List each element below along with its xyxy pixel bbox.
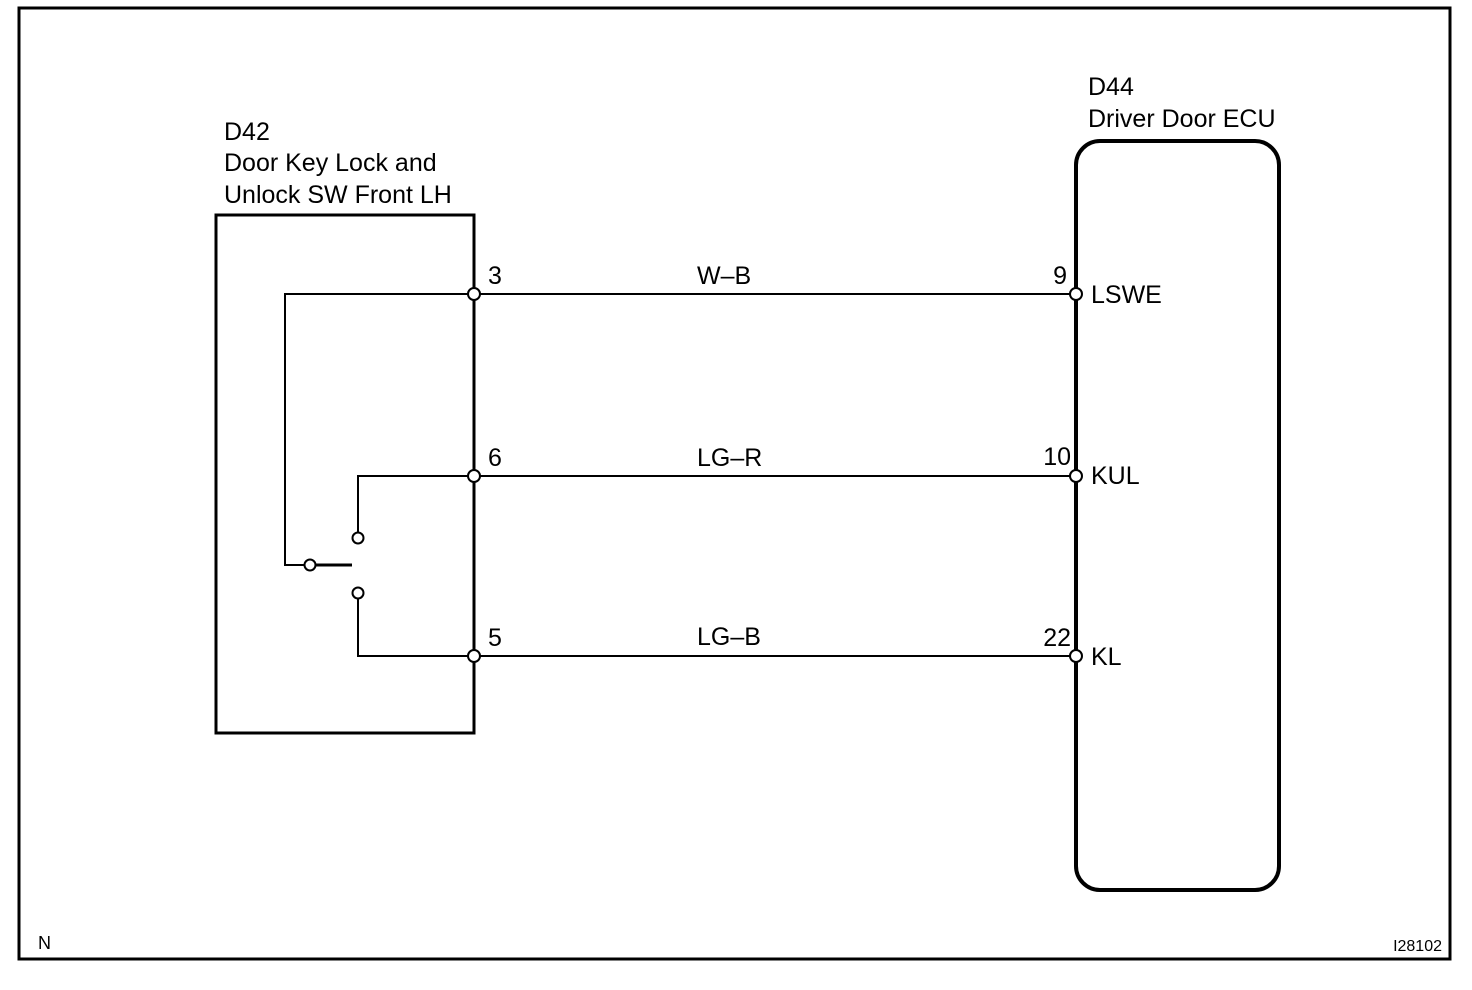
d44-terminal-name-3: KL: [1091, 643, 1122, 671]
d44-name: Driver Door ECU: [1088, 105, 1276, 133]
terminals: [467, 287, 1083, 663]
d44-pin-label-1: 9: [1053, 262, 1067, 290]
d44-terminal-name-2: KUL: [1091, 462, 1140, 490]
footer-left-mark: N: [38, 933, 51, 953]
d44-terminal-9: [1069, 287, 1083, 301]
switch-contacts: [303, 531, 365, 600]
wire-color-label-2: LG–R: [697, 444, 762, 472]
d44-code: D44: [1088, 73, 1134, 101]
d42-pin-label-1: 3: [488, 262, 502, 290]
diagram-frame: [17, 6, 1452, 961]
d42-terminal-6: [467, 469, 481, 483]
wire-lines: [474, 293, 1076, 657]
d44-terminal-name-1: LSWE: [1091, 281, 1162, 309]
d44-pin-label-2: 10: [1043, 443, 1071, 471]
d42-name-line2: Unlock SW Front LH: [224, 181, 452, 209]
wire-color-label-3: LG–B: [697, 623, 761, 651]
switch-upper-contact: [351, 531, 365, 545]
d44-terminal-22: [1069, 649, 1083, 663]
switch-lower-contact: [351, 586, 365, 600]
d44-pin-label-3: 22: [1043, 624, 1071, 652]
d42-terminal-5: [467, 649, 481, 663]
d44-terminal-10: [1069, 469, 1083, 483]
wire-color-label-1: W–B: [697, 262, 751, 290]
switch-internal-wiring: [284, 293, 474, 657]
switch-common-contact: [303, 558, 317, 572]
d44-ecu-box: [1074, 139, 1281, 892]
d42-pin-label-3: 5: [488, 624, 502, 652]
figure-id: I28102: [1393, 938, 1442, 955]
d42-name-line1: Door Key Lock and: [224, 149, 437, 177]
d42-code: D42: [224, 118, 270, 146]
d42-terminal-3: [467, 287, 481, 301]
d42-pin-label-2: 6: [488, 444, 502, 472]
